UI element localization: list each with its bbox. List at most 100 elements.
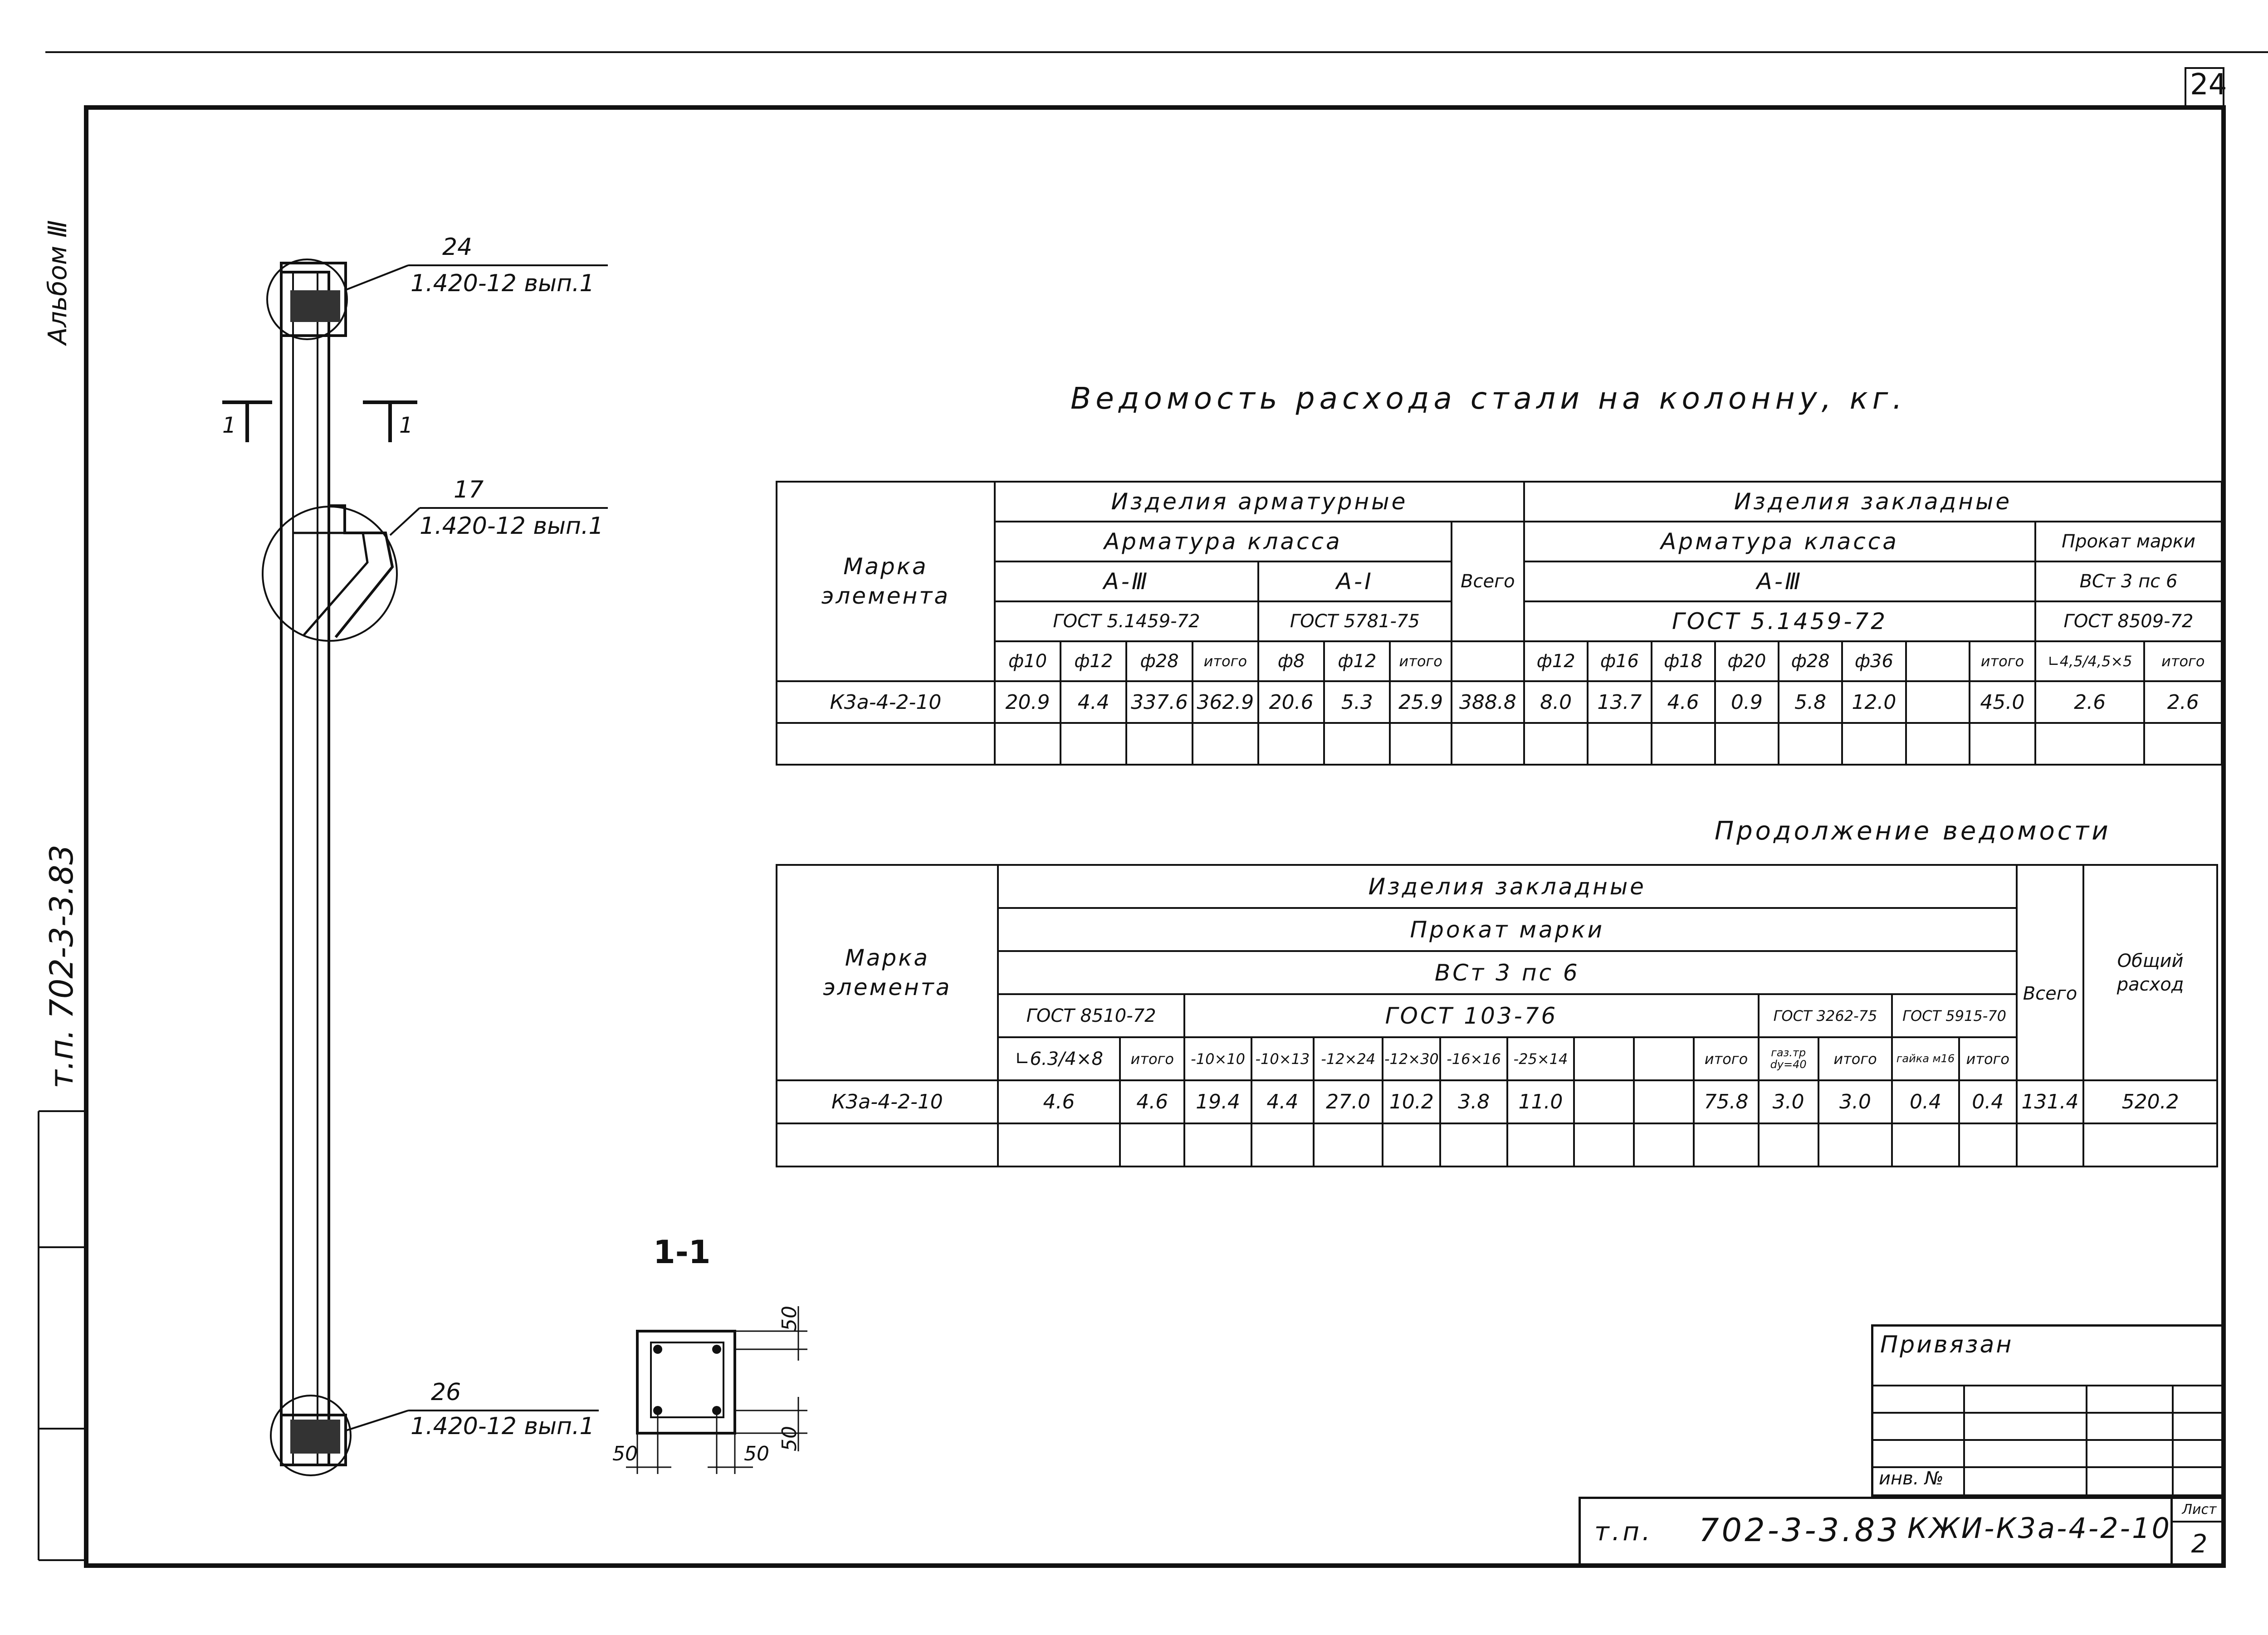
t1-sub-emb-6 — [1905, 640, 1970, 682]
t1-row-emb-6 — [1905, 680, 1970, 724]
t2-row-3262-1: 3.0 — [1817, 1079, 1893, 1124]
section-dim-right: 50 — [778, 1426, 801, 1451]
tied-label: Привязан — [1880, 1331, 2014, 1358]
t2-row-5915-1: 0.4 — [1958, 1079, 2018, 1124]
section-marker-left: 1 — [222, 413, 236, 438]
code-num: 702-3-3.83 — [1699, 1512, 1901, 1549]
t1-sub-emb-5: ф36 — [1841, 640, 1907, 682]
code-doc: КЖИ-К3а-4-2-10 — [1907, 1512, 2171, 1545]
sheet-value: 2 — [2191, 1529, 2208, 1559]
t1-row-rolled-1: 2.6 — [2143, 680, 2223, 724]
t1-sub-a1-1: ф12 — [1323, 640, 1391, 682]
steel-table-main: Марка элемента Изделия арматурные Издели… — [776, 481, 2223, 766]
t2-overall: Общий расход — [2082, 864, 2218, 1081]
t1-sub-a3-0: ф10 — [993, 640, 1062, 682]
t2-row-103-3: 10.2 — [1382, 1079, 1442, 1124]
code-prefix: т.п. — [1594, 1517, 1653, 1547]
sheet-number: 24 — [2190, 68, 2227, 102]
t1-sub-a1-2: итого — [1389, 640, 1452, 682]
t1-row-emb-0: 8.0 — [1523, 680, 1589, 724]
t1-row-total: 388.8 — [1450, 680, 1525, 724]
t1-row-emb-3: 0.9 — [1714, 680, 1780, 724]
section-dim-bottom-right: 50 — [744, 1442, 769, 1465]
t1-row-a3-2: 337.6 — [1125, 680, 1193, 724]
t2-sub-103-0: -10×10 — [1183, 1036, 1252, 1081]
section-dim-top: 50 — [778, 1306, 801, 1331]
callout-bottom-mark: 26 — [431, 1379, 461, 1406]
t2-sub-103-2: -12×24 — [1312, 1036, 1384, 1081]
t1-rolled-gost: ГОСТ 8509-72 — [2034, 600, 2223, 642]
t1-total-sub — [1450, 640, 1525, 682]
t1-sub-emb-3: ф20 — [1714, 640, 1780, 682]
continuation-title: Продолжение ведомости — [1715, 816, 2111, 846]
t1-sub-rolled-0: ∟4,5/4,5×5 — [2034, 640, 2146, 682]
t1-row-emb-2: 4.6 — [1650, 680, 1716, 724]
album-label: Альбом Ⅲ — [43, 220, 73, 345]
t2-sub-103-5: -25×14 — [1506, 1036, 1575, 1081]
t2-row-overall: 520.2 — [2082, 1079, 2218, 1124]
t1-row-emb-5: 12.0 — [1841, 680, 1907, 724]
callout-top-ref: 1.420-12 вып.1 — [411, 270, 595, 297]
title-block: т.п. 702-3-3.83 КЖИ-К3а-4-2-10 Лист 2 — [1579, 1497, 2226, 1568]
table-row: К3а-4-2-10 4.6 4.6 19.4 4.4 27.0 10.2 3.… — [776, 1079, 2218, 1124]
t2-gost-5915: ГОСТ 5915-70 — [1891, 993, 2018, 1038]
sheet-box: Лист 2 — [2170, 1499, 2226, 1568]
t1-rolled-steel: ВСт 3 пс 6 — [2034, 561, 2223, 602]
t2-sub-5915-0: гайка м16 — [1891, 1036, 1960, 1081]
t2-row-total: 131.4 — [2015, 1079, 2085, 1124]
t2-rolled-steel: ВСт 3 пс 6 — [997, 950, 2018, 995]
t1-row-emb-4: 5.8 — [1778, 680, 1843, 724]
t1-sub-a3-3: итого — [1191, 640, 1259, 682]
t2-row-3262-0: 3.0 — [1757, 1079, 1819, 1124]
t1-sub-emb-1: ф16 — [1587, 640, 1652, 682]
sheet-label: Лист — [2173, 1499, 2226, 1523]
t2-sub-3262-0: газ.тр dу=40 — [1757, 1036, 1819, 1081]
t1-emb-gost: ГОСТ 5.1459-72 — [1523, 600, 2037, 642]
t1-row-a1-1: 5.3 — [1323, 680, 1391, 724]
t1-emb-class-a3: А-Ⅲ — [1523, 561, 2037, 602]
t2-row-103-6 — [1573, 1079, 1635, 1124]
t2-row-103-8: 75.8 — [1693, 1079, 1760, 1124]
callout-top-mark: 24 — [442, 234, 473, 261]
section-1-1 — [626, 1306, 807, 1474]
tied-stamp: Привязан инв. № — [1871, 1324, 2226, 1499]
section-marker-right: 1 — [399, 413, 413, 438]
t1-sub-a3-1: ф12 — [1060, 640, 1128, 682]
t2-row-103-4: 3.8 — [1439, 1079, 1508, 1124]
t1-sub-emb-0: ф12 — [1523, 640, 1589, 682]
t2-group-embedded: Изделия закладные — [997, 864, 2018, 909]
t2-gost-8510: ГОСТ 8510-72 — [997, 993, 1186, 1038]
table-row-empty — [776, 1123, 2218, 1167]
section-label: 1-1 — [653, 1234, 711, 1271]
t2-sub-8510-1: итого — [1119, 1036, 1186, 1081]
t2-row-8510-0: 4.6 — [997, 1079, 1121, 1124]
t1-rebar-class: Арматура класса — [993, 521, 1452, 562]
t1-sub-rolled-1: итого — [2143, 640, 2223, 682]
table-title: Ведомость расхода стали на колонну, кг. — [1070, 381, 1907, 416]
t1-sub-a3-2: ф28 — [1125, 640, 1193, 682]
t2-row-103-7 — [1633, 1079, 1695, 1124]
t2-row-103-0: 19.4 — [1183, 1079, 1252, 1124]
tied-stamp-grid — [1873, 1385, 2226, 1499]
t2-sub-5915-1: итого — [1958, 1036, 2018, 1081]
t1-col-mark: Марка элемента — [776, 481, 996, 682]
t1-group-embedded: Изделия закладные — [1523, 481, 2223, 522]
t1-sub-emb-7: итого — [1968, 640, 2037, 682]
t2-sub-8510-0: ∟6.3/4×8 — [997, 1036, 1121, 1081]
t2-sub-103-4: -16×16 — [1439, 1036, 1508, 1081]
t2-sub-103-7 — [1633, 1036, 1695, 1081]
t1-class-a3: А-Ⅲ — [993, 561, 1259, 602]
t2-sub-103-8: итого — [1693, 1036, 1760, 1081]
t1-row-a3-0: 20.9 — [993, 680, 1062, 724]
t2-row-103-2: 27.0 — [1312, 1079, 1384, 1124]
t1-row-emb-7: 45.0 — [1968, 680, 2037, 724]
column-elevation — [222, 259, 608, 1476]
t2-rolled-mark: Прокат марки — [997, 907, 2018, 952]
t1-emb-rebar-class: Арматура класса — [1523, 521, 2037, 562]
table-row-empty — [776, 722, 2223, 766]
callout-mid-ref: 1.420-12 вып.1 — [420, 512, 604, 540]
t1-sub-emb-2: ф18 — [1650, 640, 1716, 682]
t2-sub-103-3: -12×30 — [1382, 1036, 1442, 1081]
t1-group-rebar: Изделия арматурные — [993, 481, 1525, 522]
